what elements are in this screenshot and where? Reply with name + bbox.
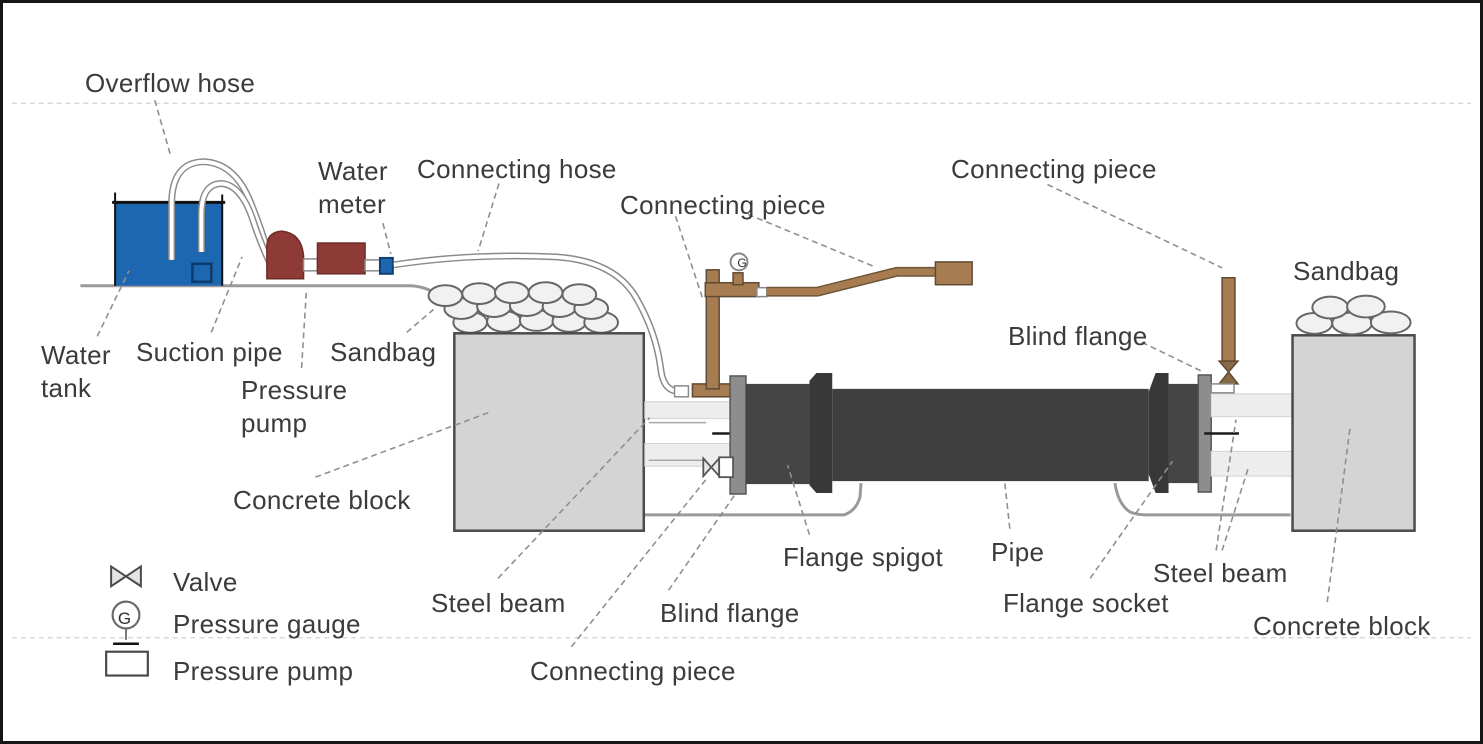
label-pipe: Pipe — [991, 537, 1045, 567]
valve-icon — [702, 455, 734, 479]
overflow-hose — [168, 158, 273, 260]
legend-label-pressure-gauge: Pressure gauge — [173, 609, 361, 639]
connecting-hose — [393, 252, 679, 396]
label-flange-spigot: Flange spigot — [783, 542, 944, 572]
flange-spigot-collar — [809, 372, 833, 494]
label-steel-beam-left: Steel beam — [431, 588, 566, 618]
connecting-piece-hose-right — [766, 261, 973, 297]
flange-spigot — [745, 383, 810, 485]
legend-pressure-gauge-letter: G — [117, 609, 132, 628]
diagram-canvas — [11, 99, 1472, 677]
label-connecting-piece-bottom: Connecting piece — [530, 656, 736, 686]
label-pressure-pump: Pressure pump — [241, 375, 348, 439]
legend-label-valve: Valve — [173, 567, 238, 597]
steel-beams-left — [644, 401, 746, 467]
flange-socket — [1168, 383, 1199, 484]
flange-socket-collar — [1148, 372, 1169, 494]
legend-pressure-gauge-icon — [111, 600, 141, 646]
page-divider-lines — [11, 102, 1472, 639]
label-connecting-piece-top: Connecting piece — [620, 190, 826, 220]
label-concrete-block-left: Concrete block — [233, 485, 411, 515]
label-water-meter: Water meter — [318, 156, 388, 220]
sandbag-pile-left — [427, 281, 619, 334]
pipe-barrel — [832, 388, 1149, 482]
pipe-assembly — [729, 372, 1212, 495]
steel-beams-right — [1204, 393, 1294, 477]
legend-pressure-pump-icon — [105, 650, 149, 677]
label-connecting-piece-right: Connecting piece — [951, 154, 1157, 184]
leader-lines — [96, 99, 1351, 648]
connecting-piece-left — [673, 252, 768, 398]
concrete-block-right — [1291, 334, 1416, 532]
label-steel-beam-right: Steel beam — [1153, 558, 1288, 588]
label-sandbag-right: Sandbag — [1293, 256, 1400, 286]
label-overflow-hose: Overflow hose — [85, 68, 256, 98]
legend-symbols — [105, 564, 149, 677]
water-meter — [378, 256, 394, 275]
label-sandbag-left: Sandbag — [330, 337, 437, 367]
label-connecting-hose: Connecting hose — [417, 154, 617, 184]
label-blind-flange-right: Blind flange — [1008, 321, 1148, 351]
connecting-piece-right-pipe — [1210, 277, 1240, 394]
concrete-block-left — [453, 332, 646, 532]
legend-valve-icon — [110, 564, 142, 589]
label-blind-flange-left: Blind flange — [660, 598, 800, 628]
label-water-tank: Water tank — [41, 340, 111, 404]
pressure-gauge-letter: G — [737, 256, 747, 270]
suction-pipe — [197, 180, 273, 265]
label-concrete-block-right: Concrete block — [1253, 611, 1431, 641]
pressure-pump — [266, 230, 381, 280]
label-flange-socket: Flange socket — [1003, 588, 1169, 618]
sandbag-pile-right — [1295, 294, 1412, 336]
pressure-gauge-icon — [729, 252, 749, 272]
label-suction-pipe: Suction pipe — [136, 337, 283, 367]
legend-label-pressure-pump: Pressure pump — [173, 656, 354, 686]
valve-icon-right — [1217, 360, 1240, 385]
